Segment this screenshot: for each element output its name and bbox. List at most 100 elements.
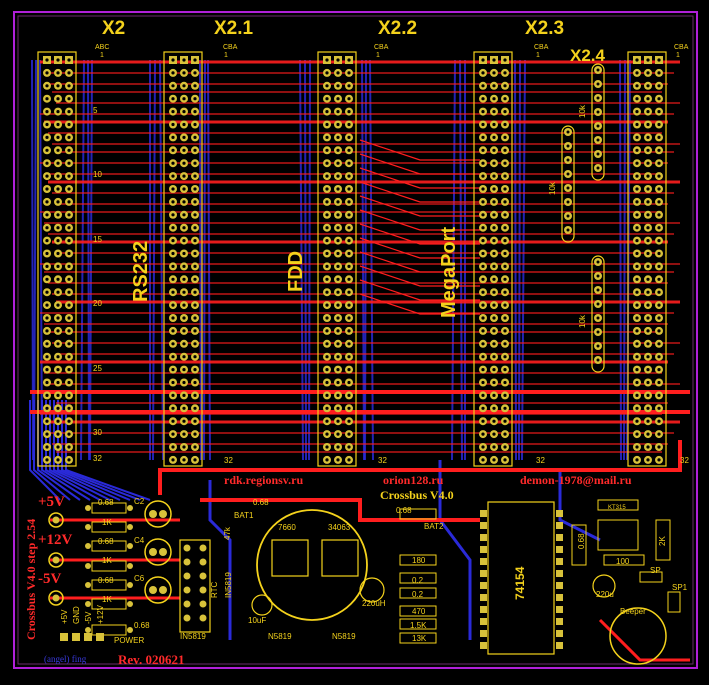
pad-hole: [182, 277, 186, 281]
pad-hole: [347, 226, 351, 230]
resistor-body: [91, 540, 127, 552]
pad-hole: [171, 84, 175, 88]
pad-hole: [481, 239, 485, 243]
pad-hole: [45, 458, 49, 462]
pad-hole: [45, 432, 49, 436]
pad-hole: [635, 458, 639, 462]
pad: [183, 600, 191, 608]
r13k-label: 13K: [412, 634, 427, 643]
electrolytic-cap-outline: [144, 576, 172, 604]
row-number-30: 30: [93, 428, 102, 437]
pad-hole: [193, 97, 197, 101]
blue-trace: [518, 59, 521, 461]
cap-c6-label: C6: [134, 574, 145, 583]
pad-hole: [171, 161, 175, 165]
pad-hole: [171, 213, 175, 217]
pad-hole: [56, 419, 60, 423]
pin-plus12v-label: +12V: [96, 605, 105, 624]
pad-hole: [182, 148, 186, 152]
transistor-body: [597, 519, 639, 551]
x2-2-pin-one: 1: [376, 52, 380, 59]
x2-3-pin-one: 1: [536, 52, 540, 59]
pad: [183, 544, 191, 552]
pad-hole: [657, 97, 661, 101]
resistor-array-outline: [591, 63, 605, 181]
pad-hole: [67, 251, 71, 256]
pad-hole: [492, 393, 496, 397]
pad-hole: [492, 458, 496, 462]
pad-hole: [481, 458, 485, 462]
pad-hole: [182, 58, 186, 62]
blue-trace: [31, 59, 34, 461]
pad-hole: [56, 148, 60, 152]
pad-hole: [566, 172, 570, 176]
pad-hole: [347, 355, 351, 359]
pad-hole: [347, 135, 351, 139]
pad-hole: [481, 419, 485, 423]
pad-hole: [171, 445, 175, 449]
pad-hole: [171, 226, 175, 230]
pad-hole: [182, 239, 186, 243]
pad-hole: [336, 419, 340, 423]
pad-hole: [503, 71, 507, 75]
pad-hole: [171, 419, 175, 423]
pad-hole: [646, 303, 650, 307]
pad-hole: [347, 380, 351, 385]
pad-hole: [646, 213, 650, 217]
pad-hole: [657, 71, 661, 75]
chip-74154-label: 74154: [513, 566, 527, 600]
pad-hole: [503, 135, 507, 139]
pad-hole: [657, 226, 661, 230]
pad-hole: [171, 187, 175, 191]
blue-trace: [33, 400, 71, 501]
pad-hole: [45, 110, 49, 114]
power-trace: [158, 440, 682, 495]
pad: [149, 586, 157, 594]
x2-pin-letters: ABC: [95, 44, 110, 51]
pad-hole: [336, 251, 340, 256]
pad-hole: [336, 303, 340, 307]
pad-hole: [182, 290, 186, 294]
blue-trace: [438, 460, 472, 640]
pad-hole: [325, 316, 329, 320]
pad-hole: [347, 97, 351, 101]
r1k-c: 1K: [102, 595, 112, 604]
pad-hole: [481, 393, 485, 397]
pad-hole: [67, 277, 71, 281]
pad-hole: [347, 368, 351, 372]
pad-hole: [171, 174, 175, 178]
pad-hole: [347, 406, 351, 410]
pad-hole: [503, 458, 507, 462]
pad-hole: [492, 161, 496, 165]
megaport-label: MegaPort: [438, 226, 460, 318]
pad-hole: [56, 161, 60, 165]
pad-hole: [56, 316, 60, 320]
pad-hole: [336, 393, 340, 397]
pad-hole: [193, 226, 197, 230]
pad-hole: [503, 380, 507, 385]
orion-url: orion128.ru: [383, 473, 444, 487]
pad-hole: [635, 187, 639, 191]
pad-hole: [45, 445, 49, 449]
pad-hole: [596, 110, 600, 114]
pad-hole: [646, 316, 650, 320]
kt315-label: KT315: [608, 505, 626, 511]
pad-hole: [646, 122, 650, 127]
pad-hole: [646, 226, 650, 230]
pad-hole: [503, 174, 507, 178]
pad-hole: [635, 316, 639, 320]
pad-hole: [45, 161, 49, 165]
electrolytic-cap-outline: [144, 500, 172, 528]
pad-hole: [492, 71, 496, 75]
red-trace: [359, 167, 480, 189]
pad-hole: [481, 161, 485, 165]
pad-hole: [646, 445, 650, 449]
pad: [556, 546, 563, 553]
pad-hole: [596, 358, 600, 362]
pad-hole: [67, 187, 71, 191]
pad: [85, 524, 91, 530]
r068-g: 0.68: [577, 533, 586, 549]
resistor-array-outline: [561, 125, 575, 243]
rdk-url: rdk.regionsv.ru: [224, 473, 304, 487]
pad-hole: [596, 166, 600, 170]
